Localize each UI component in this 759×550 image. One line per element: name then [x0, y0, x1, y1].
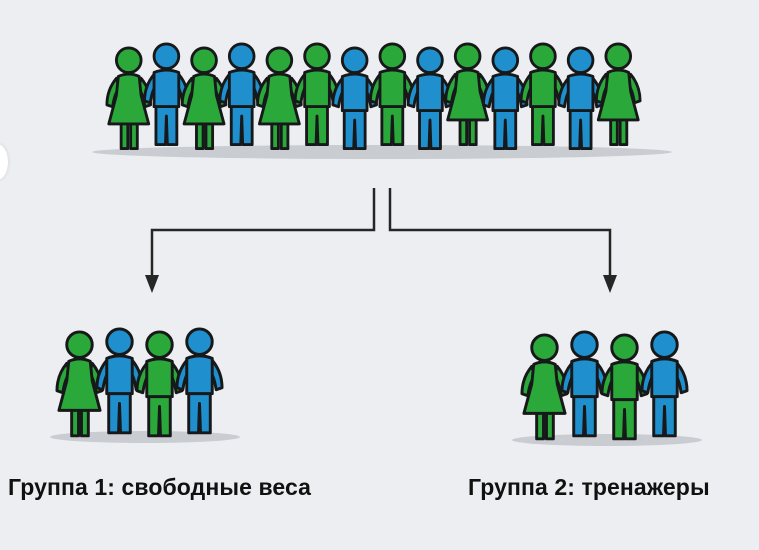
group-2-person — [600, 333, 649, 441]
crowd-person — [406, 46, 454, 151]
edge-circle-decoration — [0, 144, 8, 180]
group-1-person — [135, 330, 184, 438]
arrowhead-group-1 — [145, 275, 159, 293]
crowd-person — [444, 42, 491, 147]
crowd-of-people — [105, 42, 642, 151]
crowd-person — [218, 42, 265, 147]
crowd-person — [143, 42, 190, 147]
group-2-person — [560, 330, 609, 438]
group-2-people — [520, 330, 689, 441]
crowd-person — [256, 46, 303, 151]
crowd-person — [519, 42, 567, 147]
arrow-to-group-2 — [388, 188, 612, 278]
group-1-label: Группа 1: свободные веса — [8, 474, 312, 500]
group-1-person — [175, 327, 224, 435]
crowd-person — [369, 42, 416, 147]
crowd-person — [331, 46, 378, 151]
arrowhead-group-2 — [603, 275, 617, 293]
crowd-person — [594, 42, 642, 147]
group-2-person — [520, 333, 569, 441]
group-1-person — [95, 327, 144, 435]
group-2-person — [640, 330, 689, 438]
crowd-shadow — [92, 145, 672, 159]
crowd-person — [293, 42, 341, 147]
crowd-person — [482, 46, 529, 151]
arrow-to-group-1 — [150, 188, 376, 278]
group-1-person — [55, 330, 104, 438]
group-1-people — [55, 327, 224, 438]
split-arrows — [145, 188, 617, 293]
group-2-label: Группа 2: тренажеры — [468, 474, 710, 500]
